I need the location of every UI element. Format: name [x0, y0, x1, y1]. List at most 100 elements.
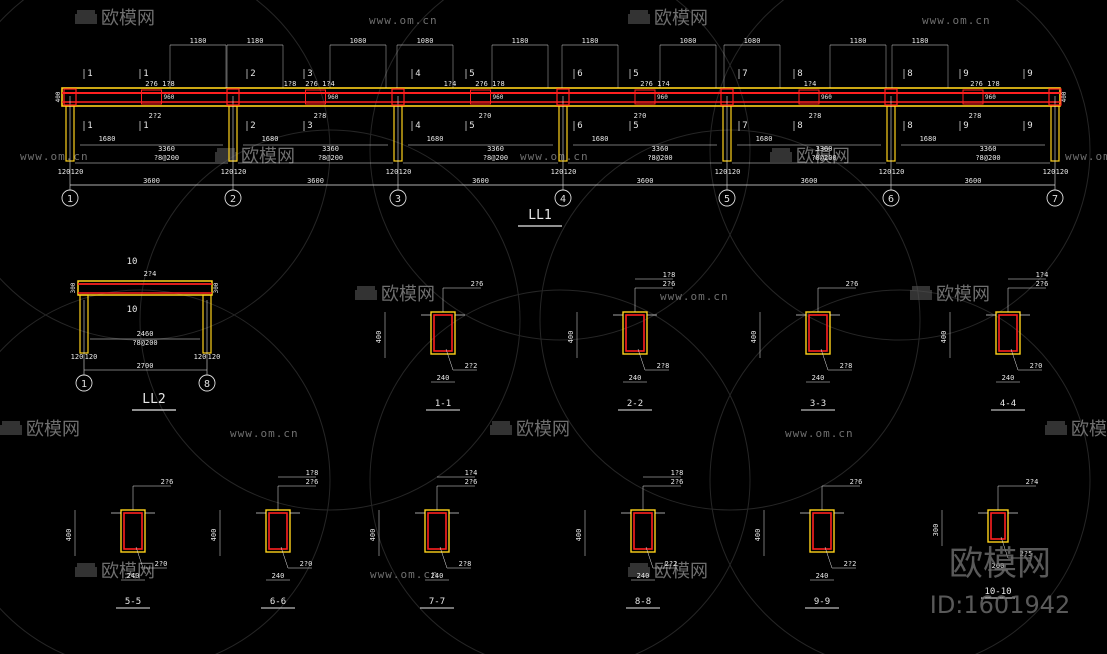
ll1-section-mark: 7	[742, 69, 747, 79]
watermark-site-text: www.om.cn	[20, 150, 89, 163]
ll2-column-dim: 120	[85, 353, 98, 361]
ll2-column-dim: 120	[194, 353, 207, 361]
ll1-axis-bubble	[224, 189, 242, 207]
ll1-column-dim: 120	[728, 168, 741, 176]
sofa-logo-icon	[215, 148, 237, 162]
section-height-dim: 400	[567, 331, 575, 344]
ll1-span-dim: 3600	[801, 177, 818, 185]
watermark-brand: 欧模网	[1045, 419, 1107, 440]
section-height-dim: 400	[575, 529, 583, 542]
section-label: 3-3	[810, 399, 826, 409]
ll1-stirrup-label: ?8@200	[975, 154, 1000, 162]
ll2-section-mark: 10	[127, 257, 138, 267]
ll2-top-bar-label: 2?4	[144, 270, 157, 278]
ll1-top-dim: 1180	[512, 37, 529, 45]
ll1-bottom-dim-a: 1680	[756, 135, 773, 143]
ll1-hook-label: 960	[821, 94, 832, 101]
section-label: 9-9	[814, 597, 830, 607]
ll1-section-mark: 1	[87, 121, 92, 131]
watermark-brand: 欧模网	[628, 8, 708, 29]
watermark-brand: 欧模网	[215, 146, 295, 167]
section-height-dim: 300	[932, 524, 940, 537]
ll1-span-dim: 3600	[143, 177, 160, 185]
ll1-stirrup-label: ?8@200	[483, 154, 508, 162]
section-label: 5-5	[125, 597, 141, 607]
watermark-brand-text: 欧模网	[654, 8, 708, 29]
ll2-title: LL2	[142, 392, 165, 407]
watermark-site-text: www.om.cn	[922, 14, 991, 27]
section-stirrup	[990, 512, 1006, 540]
ll1-column-dim: 120	[58, 168, 71, 176]
section-leader	[637, 348, 646, 371]
watermark-arc	[539, 129, 921, 511]
ll1-support-bar	[391, 88, 405, 106]
ll1-section-mark: 8	[907, 69, 912, 79]
ll2-axis-bubble	[75, 374, 93, 392]
sofa-logo-icon	[1045, 421, 1067, 435]
ll1-hanger-detail	[962, 89, 984, 105]
watermark-site-text: www.om.cn	[369, 14, 438, 27]
section-leader	[445, 348, 454, 371]
section-bottom-bar-label: 2?8	[657, 362, 670, 370]
section-label: 7-7	[429, 597, 445, 607]
section-top-bar-label: 2?6	[846, 280, 859, 288]
section-height-dim: 400	[210, 529, 218, 542]
ll1-top-dim: 1180	[850, 37, 867, 45]
section-stirrup	[123, 512, 143, 550]
section-top-bar-label: 1?4	[465, 469, 478, 477]
ll1-column-dim: 120	[1056, 168, 1069, 176]
section-top-bar-label: 1?4	[1036, 271, 1049, 279]
ll1-axis-label: 2	[230, 194, 236, 205]
section-width-dim: 240	[816, 572, 829, 580]
ll1-section-mark: 8	[797, 121, 802, 131]
ll1-section-mark: 5	[633, 121, 638, 131]
section-leader	[280, 546, 289, 569]
section-width-dim: 240	[127, 572, 140, 580]
ll1-top-bar-label: 2?6 1?4	[640, 80, 670, 88]
section-height-dim: 400	[754, 529, 762, 542]
section-label: 8-8	[635, 597, 651, 607]
ll1-bottom-dim-a: 1680	[920, 135, 937, 143]
ll1-end-height: 400	[55, 91, 62, 102]
ll1-section-mark: 3	[307, 121, 312, 131]
ll1-top-bar-label: 1?8	[284, 80, 297, 88]
ll1-top-dim: 1080	[350, 37, 367, 45]
watermark-brand-text: 欧模网	[936, 284, 990, 305]
section-top-bar-label: 2?6	[161, 478, 174, 486]
ll1-hook-label: 960	[985, 94, 996, 101]
ll1-column-dim: 120	[879, 168, 892, 176]
ll1-section-mark: 1	[143, 69, 148, 79]
section-width-dim: 240	[437, 374, 450, 382]
section-bottom-bar-label: 2?8	[840, 362, 853, 370]
section-label: 4-4	[1000, 399, 1016, 409]
watermark-brand: 欧模网	[75, 8, 155, 29]
ll1-axis-label: 7	[1052, 194, 1058, 205]
ll2-axis-label: 8	[204, 379, 210, 390]
ll1-column-dim: 120	[399, 168, 412, 176]
ll1-top-dim: 1180	[247, 37, 264, 45]
ll1-support-bar	[1048, 88, 1062, 106]
ll1-section-mark: 6	[577, 69, 582, 79]
watermark-arc	[369, 289, 751, 654]
section-height-dim: 400	[940, 331, 948, 344]
watermark-brand: 欧模网	[0, 419, 80, 440]
watermark-brand-text: 欧模网	[26, 419, 80, 440]
ll1-section-mark: 9	[963, 121, 968, 131]
ll1-span-dim: 3600	[637, 177, 654, 185]
section-stirrup	[625, 314, 645, 352]
ll1-axis-bubble	[554, 189, 572, 207]
section-height-dim: 400	[750, 331, 758, 344]
ll1-section-mark: 2	[250, 121, 255, 131]
watermark-brand: 欧模网	[355, 284, 435, 305]
sofa-logo-icon	[910, 286, 932, 300]
watermark-brand: 欧模网	[770, 146, 850, 167]
section-top-bar-label: 1?8	[663, 271, 676, 279]
ll1-bottom-dim-a: 1680	[99, 135, 116, 143]
watermark-site-text: www.om.cn	[520, 150, 589, 163]
section-bottom-bar-label: 2?0	[300, 560, 313, 568]
ll1-axis-label: 4	[560, 194, 566, 205]
ll1-axis-label: 6	[888, 194, 894, 205]
ll1-column-dim: 120	[234, 168, 247, 176]
